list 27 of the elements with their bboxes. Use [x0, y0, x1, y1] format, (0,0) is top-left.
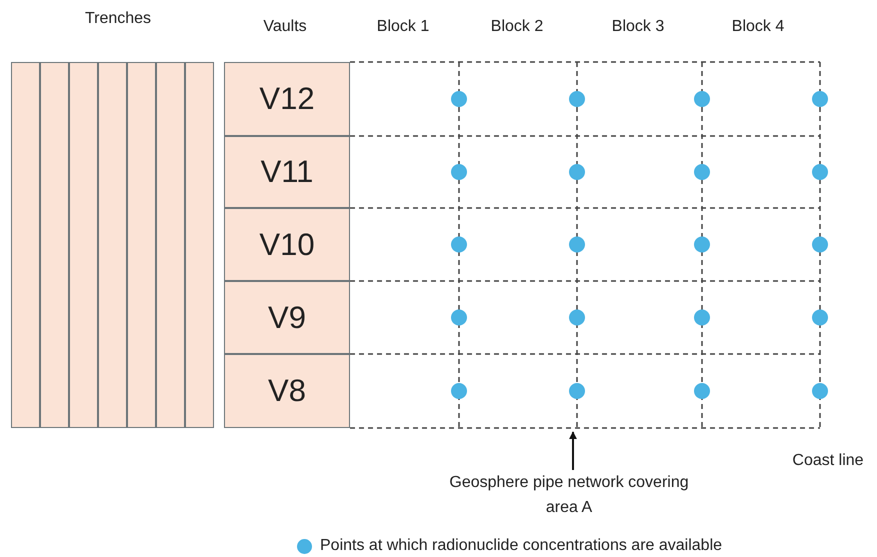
- vault-box: [224, 136, 350, 208]
- vault-box: [224, 62, 350, 136]
- trench-column: [185, 62, 214, 428]
- block-heading: Block 4: [732, 18, 784, 36]
- trench-column: [69, 62, 98, 428]
- legend-text: Points at which radionuclide concentrations are available: [320, 537, 722, 555]
- vault-label: V11: [260, 154, 314, 190]
- trench-column: [127, 62, 156, 428]
- vault-label: V12: [259, 81, 315, 117]
- section-heading: Vaults: [263, 18, 307, 36]
- trench-column: [98, 62, 127, 428]
- section-heading: Trenches: [84, 10, 152, 28]
- annotation-text: Geosphere pipe network covering area A: [449, 473, 689, 518]
- vault-label: V9: [268, 300, 306, 336]
- vault-box: [224, 281, 350, 354]
- vault-box: [224, 208, 350, 281]
- trench-column: [156, 62, 185, 428]
- trench-column: [40, 62, 69, 428]
- block-heading: Block 3: [612, 18, 664, 36]
- arrow: [569, 431, 577, 470]
- trench-column: [11, 62, 40, 428]
- vault-box: [224, 354, 350, 428]
- vault-label: V10: [259, 226, 315, 262]
- coast-line-label: Coast line: [792, 452, 864, 470]
- block-heading: Block 2: [490, 18, 544, 36]
- vault-label: V8: [268, 373, 306, 409]
- block-heading: Block 1: [376, 18, 430, 36]
